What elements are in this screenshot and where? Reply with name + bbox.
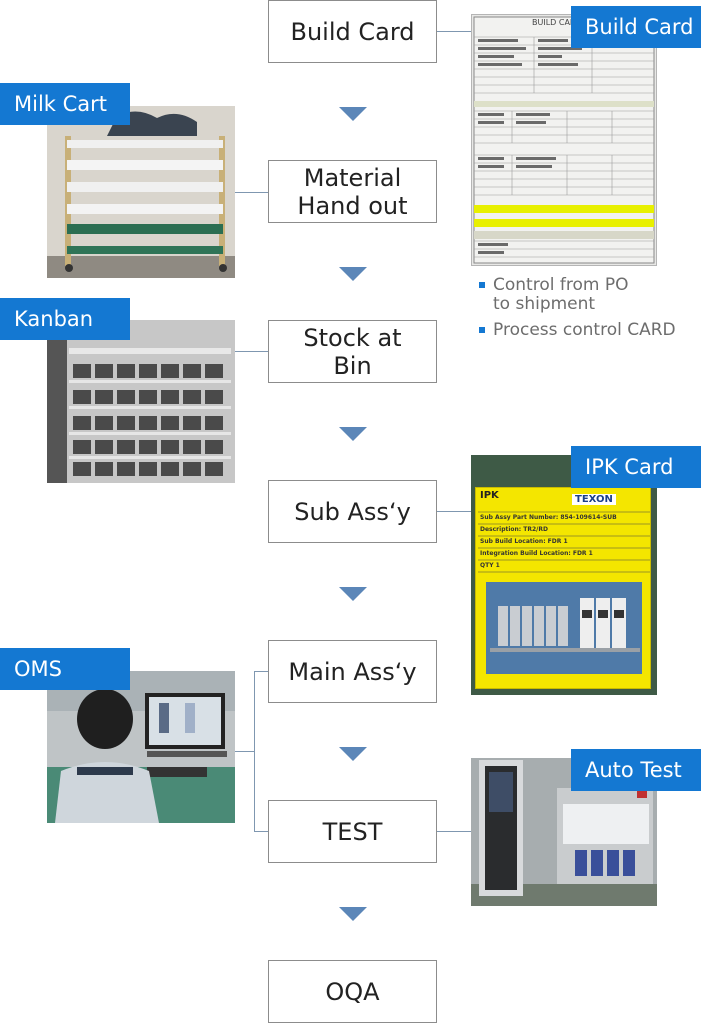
tag-milk-cart: Milk Cart bbox=[0, 83, 130, 125]
bullet-text: Process control CARD bbox=[493, 320, 676, 340]
ipk-card-line: Integration Build Location: FDR 1 bbox=[480, 550, 593, 557]
connector-kanban bbox=[235, 351, 268, 352]
tag-auto-test: Auto Test bbox=[571, 749, 701, 791]
build-card-photo: BUILD CARD bbox=[471, 14, 657, 266]
ipk-card-line: Sub Build Location: FDR 1 bbox=[480, 538, 568, 545]
kanban-bins-image bbox=[47, 320, 235, 483]
build-card-form-title: BUILD CARD bbox=[532, 18, 582, 27]
tag-ipk-card: IPK Card bbox=[571, 446, 701, 488]
build-card-bullet-list: Control from PO to shipment Process cont… bbox=[479, 276, 676, 347]
connector-ipk-card bbox=[437, 511, 471, 512]
ipk-card-sheet: IPK TEXON Sub Assy Part Number: 854-1096… bbox=[475, 487, 651, 689]
step-sub-assy: Sub Ass‘y bbox=[268, 480, 437, 543]
oms-operator-image bbox=[47, 671, 235, 823]
connector-oms-test bbox=[254, 831, 268, 832]
connector-milk-cart bbox=[235, 192, 268, 193]
milk-cart-photo bbox=[47, 106, 235, 278]
bullet-item: Process control CARD bbox=[479, 321, 676, 340]
flow-arrow-icon bbox=[339, 747, 367, 761]
auto-test-photo bbox=[471, 758, 657, 906]
bullet-square-icon bbox=[479, 282, 485, 288]
ipk-card-heading: IPK bbox=[480, 490, 499, 501]
connector-auto-test bbox=[437, 831, 471, 832]
ipk-card-line: Sub Assy Part Number: 854-109614-SUB bbox=[480, 514, 617, 521]
flow-arrow-icon bbox=[339, 907, 367, 921]
step-stock-at-bin: Stock at Bin bbox=[268, 320, 437, 383]
milk-cart-shelf-image bbox=[47, 106, 235, 278]
connector-oms-main bbox=[254, 671, 268, 672]
build-card-form-image bbox=[473, 16, 655, 264]
bullet-square-icon bbox=[479, 327, 485, 333]
flow-arrow-icon bbox=[339, 427, 367, 441]
step-test: TEST bbox=[268, 800, 437, 863]
flow-arrow-icon bbox=[339, 107, 367, 121]
ipk-card-line: Description: TR2/RD bbox=[480, 526, 548, 533]
ipk-card-rules-image bbox=[478, 511, 650, 674]
step-build-card: Build Card bbox=[268, 0, 437, 63]
flow-arrow-icon bbox=[339, 587, 367, 601]
bullet-text: Control from PO to shipment bbox=[493, 275, 629, 314]
tag-oms: OMS bbox=[0, 648, 130, 690]
connector-oms-vertical bbox=[254, 671, 255, 831]
oms-photo bbox=[47, 671, 235, 823]
flow-arrow-icon bbox=[339, 267, 367, 281]
tag-kanban: Kanban bbox=[0, 298, 130, 340]
step-main-assy: Main Ass‘y bbox=[268, 640, 437, 703]
bullet-item: Control from PO to shipment bbox=[479, 276, 676, 314]
connector-build-card bbox=[437, 31, 471, 32]
tag-build-card: Build Card bbox=[571, 6, 701, 48]
ipk-card-photo: IPK TEXON Sub Assy Part Number: 854-1096… bbox=[471, 455, 657, 695]
ipk-card-line: QTY 1 bbox=[480, 562, 500, 569]
kanban-photo bbox=[47, 320, 235, 483]
auto-test-machine-image bbox=[471, 758, 657, 906]
connector-oms-photo bbox=[235, 751, 254, 752]
step-oqa: OQA bbox=[268, 960, 437, 1023]
ipk-card-brand: TEXON bbox=[572, 494, 616, 505]
step-material-hand-out: Material Hand out bbox=[268, 160, 437, 223]
